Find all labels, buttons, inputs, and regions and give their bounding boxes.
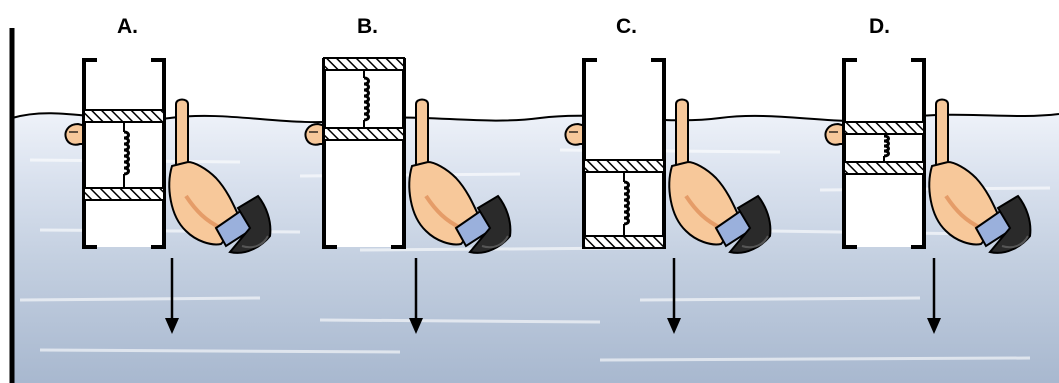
open-cylinder-icon bbox=[842, 58, 926, 249]
open-cylinder-icon bbox=[82, 58, 166, 249]
panel-label-d: D. bbox=[869, 15, 890, 38]
panel-d bbox=[824, 58, 1033, 334]
coil-spring-icon bbox=[623, 172, 630, 236]
panel-label-b: B. bbox=[357, 15, 378, 38]
open-cylinder-icon bbox=[322, 58, 406, 249]
coil-spring-icon bbox=[123, 122, 130, 188]
piston-top bbox=[583, 159, 665, 173]
panel-label-a: A. bbox=[117, 15, 138, 38]
panel-c bbox=[564, 58, 773, 334]
down-arrow-icon bbox=[927, 258, 941, 334]
down-arrow-icon bbox=[165, 258, 179, 334]
panel-b bbox=[304, 57, 513, 334]
down-arrow-icon bbox=[667, 258, 681, 334]
panel-label-c: C. bbox=[616, 15, 637, 38]
coil-spring-icon bbox=[363, 70, 370, 128]
open-cylinder-icon bbox=[582, 58, 666, 249]
piston-top bbox=[83, 109, 165, 123]
down-arrow-icon bbox=[409, 258, 423, 334]
piston-bottom bbox=[83, 187, 165, 201]
piston-bottom bbox=[323, 127, 405, 141]
piston-top bbox=[323, 57, 405, 71]
piston-top bbox=[843, 121, 925, 135]
coil-spring-icon bbox=[883, 134, 890, 162]
piston-bottom bbox=[843, 161, 925, 175]
piston-bottom bbox=[583, 235, 665, 249]
panel-a bbox=[64, 58, 273, 334]
